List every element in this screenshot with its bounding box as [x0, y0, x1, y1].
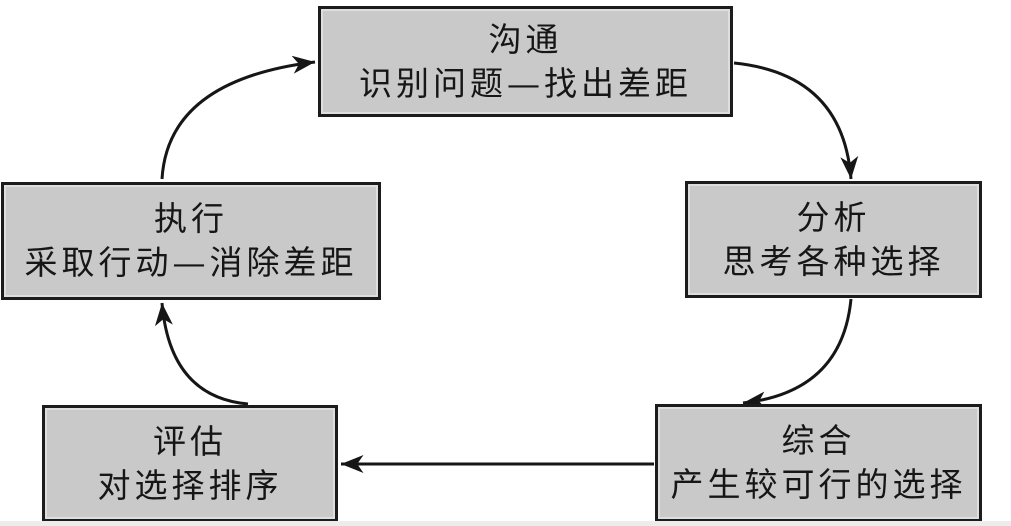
page-bottom-strip: [0, 521, 1011, 526]
node-communication-subtitle: 识别问题—找出差距: [359, 63, 692, 103]
node-communication-title: 沟通: [488, 19, 563, 59]
node-communication: 沟通 识别问题—找出差距: [318, 6, 733, 117]
node-synthesis-title: 综合: [781, 421, 856, 461]
node-analysis: 分析 思考各种选择: [685, 181, 982, 298]
node-analysis-subtitle: 思考各种选择: [722, 241, 945, 281]
arrow-communication-to-analysis: [733, 61, 859, 180]
node-execution-title: 执行: [154, 199, 228, 239]
node-execution: 执行 采取行动—消除差距: [1, 182, 381, 300]
node-evaluation: 评估 对选择排序: [42, 405, 338, 522]
node-evaluation-title: 评估: [153, 421, 227, 461]
node-evaluation-subtitle: 对选择排序: [97, 465, 283, 505]
arrow-analysis-to-synthesis: [742, 298, 853, 410]
node-synthesis: 综合 产生较可行的选择: [655, 404, 982, 522]
node-synthesis-subtitle: 产生较可行的选择: [670, 465, 967, 504]
arrow-evaluation-to-execution: [154, 302, 249, 406]
node-execution-subtitle: 采取行动—消除差距: [24, 243, 358, 282]
arrow-execution-to-communication: [160, 55, 316, 180]
node-analysis-title: 分析: [796, 197, 871, 237]
